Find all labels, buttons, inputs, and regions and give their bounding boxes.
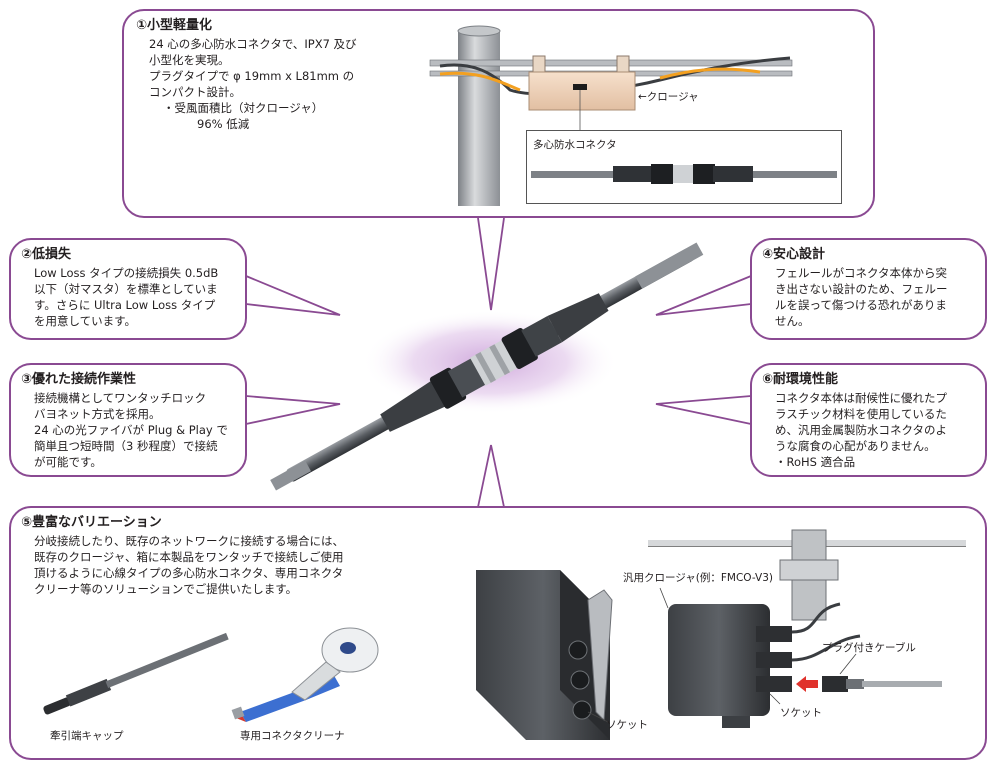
bubble-line: Low Loss タイプの接続損失 0.5dB (34, 266, 219, 280)
bubble-body: 接続機構としてワンタッチロック バヨネット方式を採用。 24 心の光ファイバが … (34, 390, 235, 470)
bubble-line: うな腐食の心配がありません。 (775, 439, 936, 453)
bubble-line: ・RoHS 適合品 (775, 455, 856, 469)
inset-connector (531, 164, 837, 184)
callout-pointers (245, 217, 752, 508)
connector-inset: 多心防水コネクタ (526, 130, 842, 204)
bubble-line: 頂けるように心線タイプの多心防水コネクタ、専用コネクタ (34, 566, 344, 580)
bubble-line: 以下（対マスタ）を標準としていま (34, 282, 218, 296)
bubble-line: を用意しています。 (34, 314, 137, 328)
bubble-title: ④安心設計 (762, 247, 826, 262)
bubble-line: め、汎用金属製防水コネクタのよ (775, 423, 948, 437)
feature-bubble-variations: ⑤豊富なバリエーション 分岐接続したり、既存のネットワークに接続する場合には、 … (9, 506, 987, 760)
feature-bubble-low-loss: ②低損失 Low Loss タイプの接続損失 0.5dB 以下（対マスタ）を標準… (9, 238, 247, 340)
bubble-line: 接続機構としてワンタッチロック (34, 391, 207, 405)
bubble-line: 簡単且つ短時間（3 秒程度）で接続 (34, 439, 218, 453)
bubble-line: ラスチック材料を使用しているた (775, 407, 947, 421)
feature-bubble-safe-design: ④安心設計 フェルールがコネクタ本体から突 き出さない設計のため、フェルー ルを… (750, 238, 987, 340)
cleaner-label: 専用コネクタクリーナ (240, 730, 345, 742)
socket-label-left: ソケット (606, 719, 648, 731)
bubble-line: ルを誤って傷つける恐れがありま (775, 298, 947, 312)
bubble-line: コネクタ本体は耐候性に優れたプ (775, 391, 948, 405)
bubble-line: 分岐接続したり、既存のネットワークに接続する場合には、 (34, 534, 345, 548)
bubble-body: Low Loss タイプの接続損失 0.5dB 以下（対マスタ）を標準としていま… (34, 265, 235, 329)
bubble-subline: 96% 低減 (197, 117, 250, 131)
bubble-title: ①小型軽量化 (136, 18, 213, 33)
bubble-line: せん。 (775, 314, 810, 328)
socket-label-right: ソケット (780, 707, 822, 719)
bubble-title: ②低損失 (21, 247, 72, 262)
bubble-body: 24 心の多心防水コネクタで、IPX7 及び 小型化を実現。 プラグタイプで φ… (149, 36, 861, 132)
bubble-line: が可能です。 (34, 455, 102, 469)
closure-example-label: 汎用クロージャ(例：FMCO-V3) (623, 572, 773, 584)
bubble-body: コネクタ本体は耐候性に優れたプ ラスチック材料を使用しているた め、汎用金属製防… (775, 390, 975, 470)
bubble-line: き出さない設計のため、フェルー (775, 282, 948, 296)
bubble-title: ⑤豊富なバリエーション (21, 515, 162, 530)
bubble-body: 分岐接続したり、既存のネットワークに接続する場合には、 既存のクロージャ、箱に本… (34, 533, 975, 597)
bubble-line: クリーナ等のソリューションでご提供いたします。 (34, 582, 298, 596)
inset-label: 多心防水コネクタ (533, 139, 617, 151)
bubble-line: コンパクト設計。 (149, 85, 241, 99)
main-connector (270, 242, 704, 491)
plug-cable-label: プラグ付きケーブル (822, 642, 916, 654)
feature-bubble-environment: ⑥耐環境性能 コネクタ本体は耐候性に優れたプ ラスチック材料を使用しているた め… (750, 363, 987, 477)
pulling-cap-label: 牽引端キャップ (50, 730, 124, 742)
bubble-line: す。さらに Ultra Low Loss タイプ (34, 298, 216, 312)
bubble-title: ⑥耐環境性能 (762, 372, 839, 387)
bubble-body: フェルールがコネクタ本体から突 き出さない設計のため、フェルー ルを誤って傷つけ… (775, 265, 975, 329)
bubble-line: 24 心の多心防水コネクタで、IPX7 及び (149, 37, 357, 51)
bubble-subline: ・受風面積比（対クロージャ） (163, 101, 324, 115)
bubble-line: プラグタイプで φ 19mm x L81mm の (149, 69, 355, 83)
bubble-title: ③優れた接続作業性 (21, 372, 137, 387)
feature-bubble-workability: ③優れた接続作業性 接続機構としてワンタッチロック バヨネット方式を採用。 24… (9, 363, 247, 477)
bubble-line: 24 心の光ファイバが Plug & Play で (34, 423, 228, 437)
bubble-line: フェルールがコネクタ本体から突 (775, 266, 948, 280)
closure-label: ←クロージャ (638, 91, 699, 103)
bubble-line: 既存のクロージャ、箱に本製品をワンタッチで接続しご使用 (34, 550, 344, 564)
bubble-line: バヨネット方式を採用。 (34, 407, 161, 421)
bubble-line: 小型化を実現。 (149, 53, 230, 67)
